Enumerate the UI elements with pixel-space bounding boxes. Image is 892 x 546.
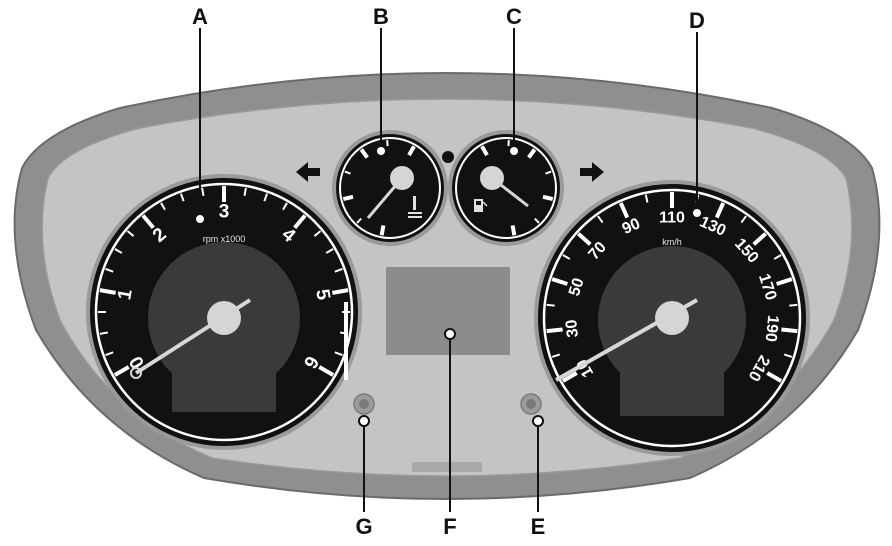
speedometer-major-tick <box>781 329 797 331</box>
callout-b-label: B <box>373 4 389 29</box>
speedometer-lower-panel <box>620 360 724 416</box>
tachometer-minor-tick <box>244 188 245 196</box>
temperature-gauge-bezel <box>334 132 446 244</box>
callout-e-label: E <box>531 514 546 539</box>
callout-e-dot <box>533 416 543 426</box>
callout-d-dot <box>692 208 702 218</box>
tachometer-unit-label: rpm x1000 <box>203 234 246 244</box>
temperature-gauge <box>334 132 446 244</box>
callout-a-label: A <box>192 4 208 29</box>
left-reset-button <box>354 394 374 414</box>
fuel-gauge <box>450 132 562 244</box>
indicator-lamp <box>442 151 454 163</box>
tachometer-major-tick <box>100 290 116 293</box>
tachometer-major-tick <box>332 290 348 293</box>
temperature-gauge-major-tick <box>382 225 384 235</box>
speedometer-minor-tick <box>789 305 797 306</box>
speedometer-needle-pivot <box>655 301 689 335</box>
callout-d-label: D <box>689 8 705 33</box>
fuel-gauge-major-tick <box>513 225 515 235</box>
tachometer-minor-tick <box>100 332 108 333</box>
speedometer-major-tick <box>547 329 563 331</box>
fuel-gauge-major-tick <box>543 197 553 199</box>
fuel-needle-pivot <box>480 166 504 190</box>
temperature-needle-pivot <box>390 166 414 190</box>
callout-a-dot <box>195 214 205 224</box>
tachometer-needle-pivot <box>207 301 241 335</box>
tachometer-lower-panel <box>172 360 276 412</box>
callout-g-label: G <box>355 514 372 539</box>
speedometer-number: 30 <box>563 319 582 339</box>
speedometer-minor-tick <box>547 305 555 306</box>
callout-b-dot <box>376 146 386 156</box>
callout-g-dot <box>359 416 369 426</box>
callout-f-label: F <box>443 514 456 539</box>
redline-band <box>344 302 348 380</box>
speedometer-number: 190 <box>762 314 782 342</box>
tachometer-minor-tick <box>202 188 203 196</box>
center-display <box>386 267 510 355</box>
callout-c-label: C <box>506 4 522 29</box>
connector-notch <box>412 462 482 472</box>
speedometer-number: 110 <box>659 210 685 227</box>
tachometer-number: 3 <box>219 202 230 223</box>
speedometer-unit-label: km/h <box>662 237 682 247</box>
callout-f-dot <box>445 329 455 339</box>
temperature-gauge-major-tick <box>343 197 353 199</box>
callout-c-dot <box>509 146 519 156</box>
right-reset-button <box>521 394 541 414</box>
